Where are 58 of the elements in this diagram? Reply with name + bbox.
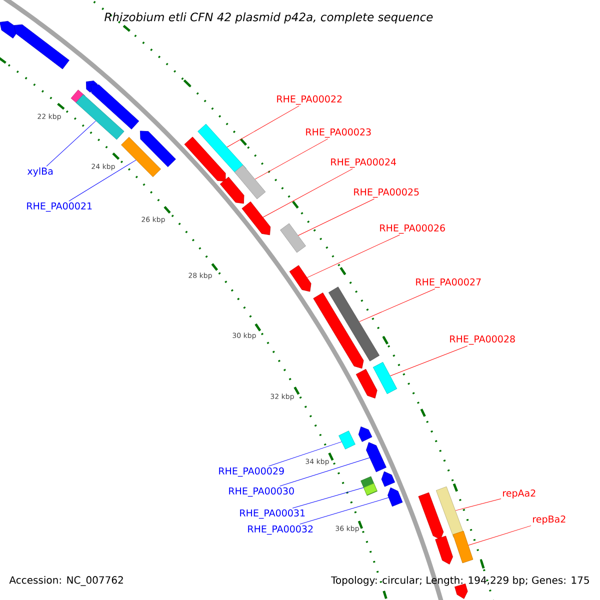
leader-line (390, 346, 468, 376)
leader-line (254, 138, 328, 180)
leader-line (268, 442, 342, 466)
gene-feature (381, 471, 396, 487)
leader-line (455, 498, 502, 511)
gene-feature (289, 265, 312, 292)
gene-label: RHE_PA00029 (219, 467, 284, 477)
gene-label: RHE_PA00027 (416, 278, 481, 288)
gene-label: repBa2 (533, 515, 566, 525)
leader-line (359, 288, 436, 322)
gene-feature (220, 176, 244, 204)
gene-label: xylBa (27, 167, 53, 177)
gene-feature (313, 292, 364, 369)
gene-label: RHE_PA00026 (380, 224, 445, 234)
leader-line (300, 497, 389, 524)
gene-feature (338, 430, 356, 450)
gene-label: RHE_PA00032 (248, 525, 313, 535)
gene-label: RHE_PA00023 (306, 128, 371, 138)
gene-feature (90, 84, 140, 130)
gene-feature (121, 136, 161, 178)
leader-line (68, 160, 136, 202)
gene-feature (436, 486, 464, 538)
gene-label: RHE_PA00022 (277, 95, 342, 105)
gene-feature (358, 426, 372, 442)
gene-feature (360, 476, 378, 496)
gene-feature (435, 536, 453, 564)
leader-line (280, 457, 370, 486)
title: Rhizobium etli CFN 42 plasmid p42a, complete sequence (104, 12, 433, 24)
gene-feature (366, 442, 386, 472)
gene-feature (388, 487, 403, 507)
gene-label: RHE_PA00031 (240, 509, 305, 519)
gene-label: RHE_PA00030 (229, 487, 294, 497)
summary-text: Topology: circular; Length: 194,229 bp; Genes: 175 (331, 576, 589, 586)
leader-line (307, 234, 400, 278)
gene-feature (242, 201, 271, 236)
accession-text: Accession: NC_007762 (9, 576, 123, 586)
leader-line (298, 198, 374, 236)
leader-line (468, 525, 532, 546)
gene-feature (76, 94, 124, 140)
gene-feature (452, 530, 474, 564)
leader-line (226, 106, 300, 148)
gene-feature (372, 362, 398, 394)
gene-label: repAa2 (503, 489, 536, 499)
gene-label: RHE_PA00025 (354, 188, 419, 198)
gene-label: RHE_PA00028 (450, 335, 515, 345)
gene-feature (234, 164, 266, 200)
gene-feature (328, 286, 380, 362)
gene-feature (418, 492, 444, 540)
gene-feature (184, 136, 226, 182)
gene-feature (356, 368, 378, 398)
leader-line (262, 168, 353, 218)
gene-feature (280, 223, 306, 253)
gene-feature (14, 24, 70, 70)
leader-line (46, 120, 96, 166)
gene-label: RHE_PA00021 (27, 202, 92, 212)
gene-feature (140, 130, 176, 168)
gene-label: RHE_PA00024 (331, 158, 396, 168)
leader-line (292, 487, 364, 508)
